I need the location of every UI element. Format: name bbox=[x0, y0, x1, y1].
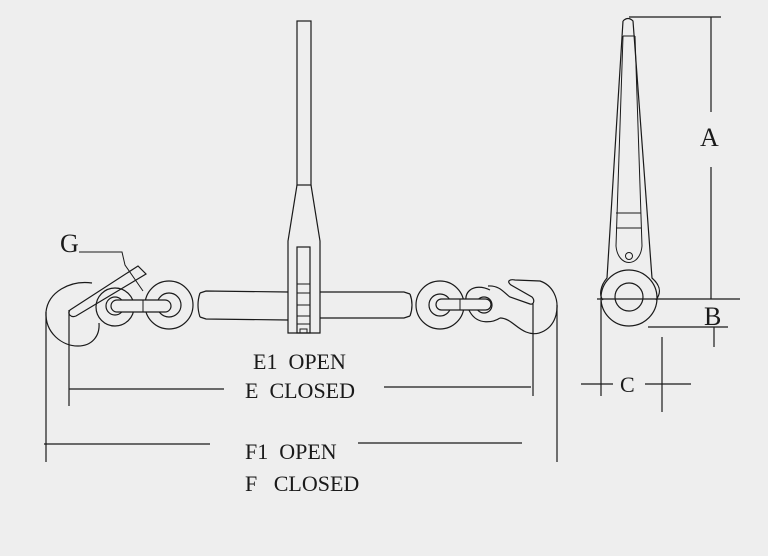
right-hook bbox=[487, 279, 558, 462]
dimension-f: F1 OPEN F CLOSED bbox=[44, 439, 522, 496]
label-c: C bbox=[620, 372, 635, 397]
label-b: B bbox=[704, 302, 721, 331]
right-barrel bbox=[320, 291, 413, 319]
left-chain-link bbox=[95, 287, 172, 327]
left-hook bbox=[45, 265, 147, 462]
side-view: A B C bbox=[581, 16, 740, 412]
label-a: A bbox=[700, 123, 719, 152]
front-view: G E1 OPEN E CLOSED bbox=[44, 20, 558, 496]
g-callout: G bbox=[60, 229, 144, 292]
dimension-b: B bbox=[597, 298, 740, 347]
eye-ring bbox=[600, 269, 658, 327]
dimension-e: E1 OPEN E CLOSED bbox=[69, 349, 531, 403]
label-e1-open: E1 OPEN bbox=[253, 349, 346, 374]
label-e-closed: E CLOSED bbox=[245, 378, 355, 403]
dimension-a: A bbox=[629, 16, 721, 299]
left-barrel bbox=[197, 290, 289, 321]
label-f-closed: F CLOSED bbox=[245, 471, 359, 496]
lever-handle bbox=[287, 20, 321, 334]
label-f1-open: F1 OPEN bbox=[245, 439, 337, 464]
lever-handle-side bbox=[600, 17, 661, 301]
label-g: G bbox=[60, 229, 79, 258]
right-chain-link bbox=[435, 286, 501, 323]
dimension-c: C bbox=[581, 300, 691, 412]
